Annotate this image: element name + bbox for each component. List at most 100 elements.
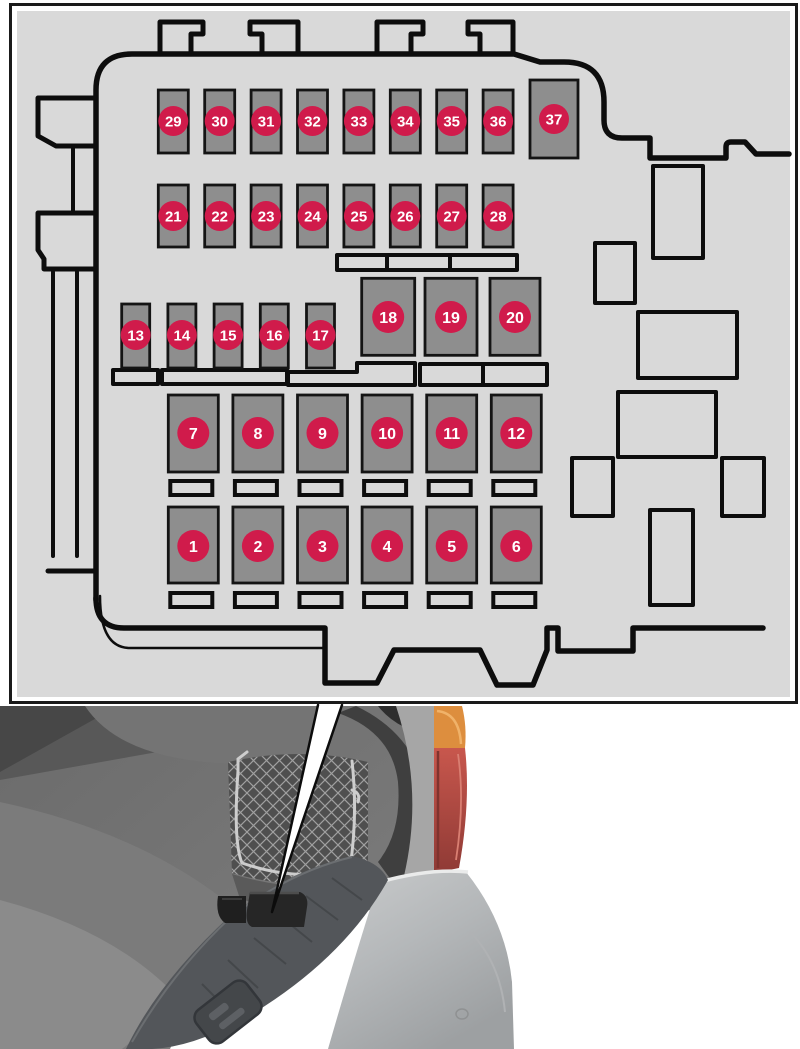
fuse-number-badge [241,417,274,449]
fuse-number-label: 5 [447,539,456,556]
fuse-33: 33 [342,88,376,155]
fuse-number-badge [500,417,533,449]
fuse-number-badge [435,301,467,333]
fuse-27: 27 [435,183,469,249]
slot-strip-stepped [286,361,417,387]
fuse-30: 30 [203,88,237,155]
fuse-number-badge [435,530,468,562]
fuse-number-label: 36 [490,113,507,130]
fuse-number-label: 31 [258,113,275,130]
taillight-orange [434,706,466,748]
cargo-floor-highlight [0,900,182,1049]
slot-strip [481,362,549,387]
bumper-chrome-edge [379,869,469,884]
fuse-number-badge [436,201,467,231]
fuse-number-label: 6 [512,539,521,556]
fuse-5: 5 [425,505,479,585]
left-rails [51,270,79,558]
slot-strip [111,368,160,386]
taillight-highlight [455,753,462,861]
slot-strip [168,479,215,497]
fuse-number-badge [372,301,405,333]
fuse-number-badge [371,530,404,562]
slot-strip [335,253,519,272]
slot-strip [232,479,279,497]
fuse-number-label: 30 [211,113,228,130]
mount-tab-1 [157,19,206,57]
bumper [328,871,514,1049]
fuse-14: 14 [166,302,198,370]
fuse-number-label: 21 [165,208,182,225]
fuse-26: 26 [388,183,422,249]
fuse-box-location [217,891,308,927]
fuse-20: 20 [488,276,542,357]
column-strips [168,479,538,609]
fuse-slot [488,276,542,357]
fuse-32: 32 [296,88,329,155]
outline-inner-line [98,594,326,650]
fuse-number-badge [539,104,569,134]
mount-tab-3 [374,19,426,57]
fuse-number-badge [177,417,210,449]
fuse-21: 21 [156,183,190,249]
fuse-17: 17 [305,302,336,370]
body-panel [396,706,434,876]
fuse-number-badge [343,106,374,136]
fuse-number-label: 25 [351,208,368,225]
trunk-photo [0,706,514,1049]
fuse-number-label: 26 [397,208,414,225]
fuse-number-label: 12 [507,426,525,443]
fuse-number-badge [158,106,189,136]
fuse-6: 6 [489,505,543,585]
fuse-number-badge [297,106,328,136]
slot-strip [297,479,344,497]
fuse-2: 2 [231,505,285,585]
fuse-number-badge [500,530,533,562]
fuse-number-label: 22 [211,208,228,225]
fuse-24: 24 [296,183,329,249]
left-connector-2 [35,210,99,272]
slot-strip [168,591,215,609]
fuse-number-badge [297,201,328,231]
empty-slot [720,456,766,518]
fuse-number-label: 3 [318,539,327,556]
trunk-corner-shadow [0,706,118,772]
fuse-4: 4 [360,505,414,585]
fuse-number-badge [306,417,339,449]
left-connector-1 [35,95,99,149]
empty-slot [570,456,615,518]
fuse-35: 35 [435,88,469,155]
fuse-29: 29 [156,88,190,155]
fuse-18: 18 [360,276,417,357]
fuse-box-outline [35,19,792,688]
fuse-number-badge [390,201,421,231]
fuse-number-label: 13 [127,327,144,344]
fuse-number-badge [436,106,467,136]
fuse-slot [423,276,479,357]
fuse-16: 16 [258,302,290,370]
fuse-number-label: 1 [189,539,198,556]
fuse-number-badge [251,106,282,136]
fuse-number-badge [499,301,531,333]
fuse-22: 22 [203,183,237,249]
fuse-9: 9 [296,393,349,474]
fuse-number-label: 18 [379,310,397,327]
slot-strip [362,479,409,497]
empty-slot [648,508,695,607]
outline-bottom [93,595,766,688]
sill-scuff-plate [126,856,388,1049]
slot-strip [160,368,289,386]
slot-strip [418,362,485,387]
taillight-orange-highlight [436,709,463,745]
fuse-number-label: 4 [383,539,392,556]
fuse-number-label: 9 [318,426,327,443]
fuse-number-badge [213,320,244,350]
fuse-number-label: 24 [304,208,321,225]
slot-strip-dividers [385,255,452,270]
fuse-1: 1 [166,505,220,585]
fuse-number-label: 37 [546,111,563,128]
fuse-number-badge [120,320,151,350]
fuse-31: 31 [249,88,283,155]
